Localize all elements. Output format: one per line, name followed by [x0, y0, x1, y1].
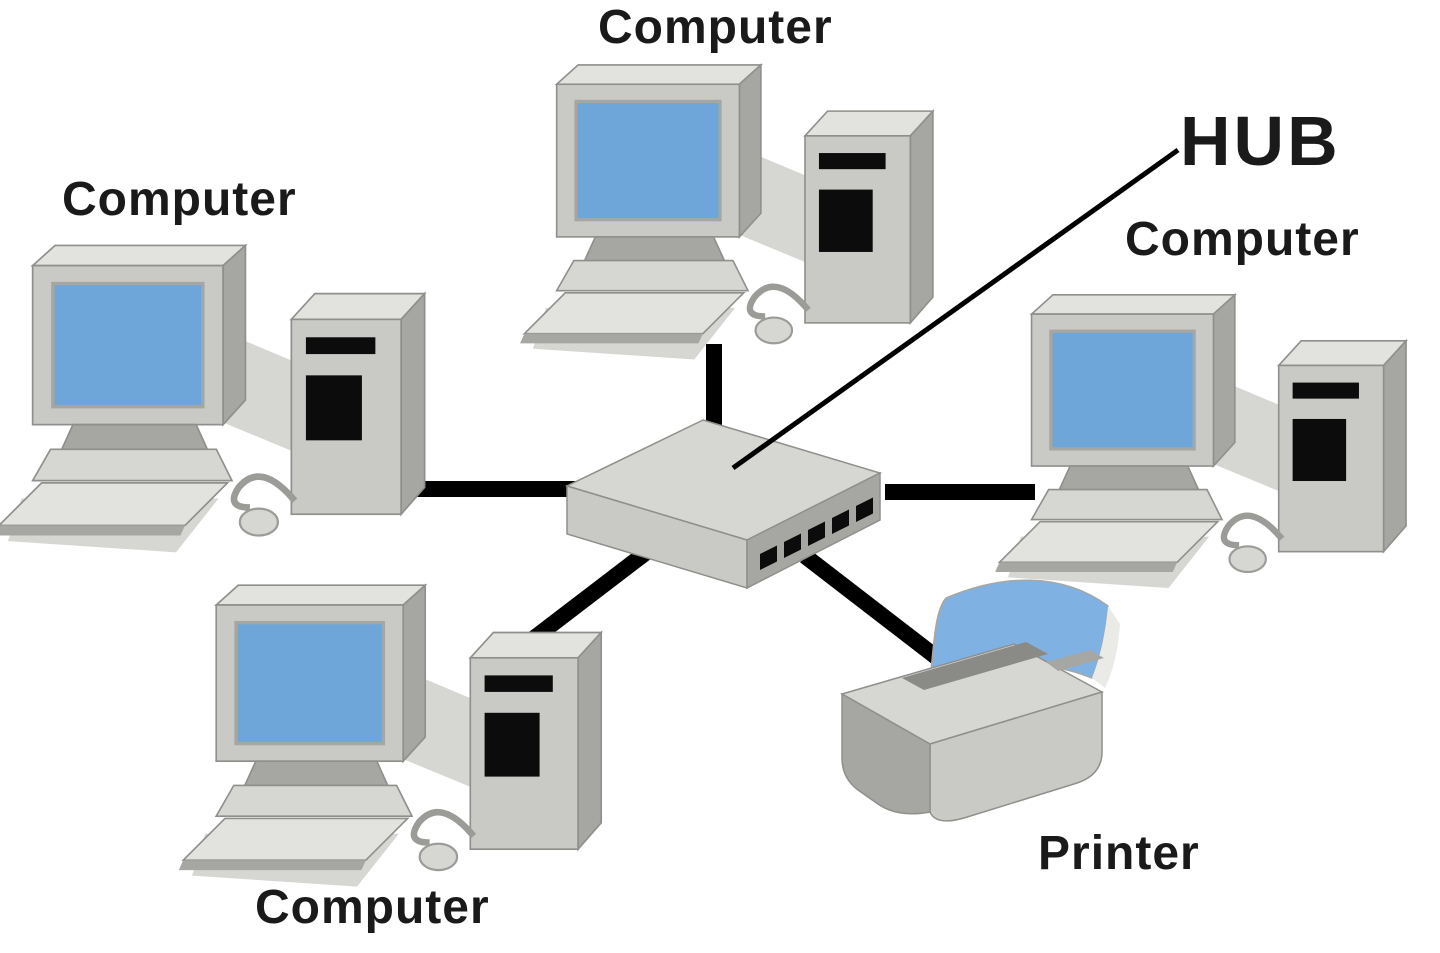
hub-port-5 [856, 497, 873, 522]
printer-node [840, 579, 1120, 822]
label-computer-bottom: Computer [255, 881, 490, 934]
computer-node-left [0, 245, 425, 552]
hub-port-4 [832, 509, 849, 534]
printer-paper-fold [1092, 606, 1120, 688]
hub-node [564, 419, 883, 590]
cable-printer-to-hub [800, 549, 945, 667]
computer-node-top [520, 65, 933, 360]
label-computer-top: Computer [598, 1, 833, 54]
hub-port-1 [760, 545, 777, 570]
printer-feed-slot [902, 642, 1048, 690]
label-printer: Printer [1038, 827, 1200, 880]
label-computer-right: Computer [1125, 213, 1360, 266]
printer-side-face [841, 692, 931, 815]
hub-pointer-line [731, 147, 1180, 471]
printer-front-face [929, 690, 1103, 822]
label-computer-left: Computer [62, 173, 297, 226]
hub-port-2 [784, 533, 801, 558]
hub-ports [760, 497, 873, 570]
printer-tray [1046, 650, 1104, 671]
hub-port-3 [808, 521, 825, 546]
computer-node-right [995, 295, 1406, 588]
label-hub: HUB [1180, 102, 1341, 180]
